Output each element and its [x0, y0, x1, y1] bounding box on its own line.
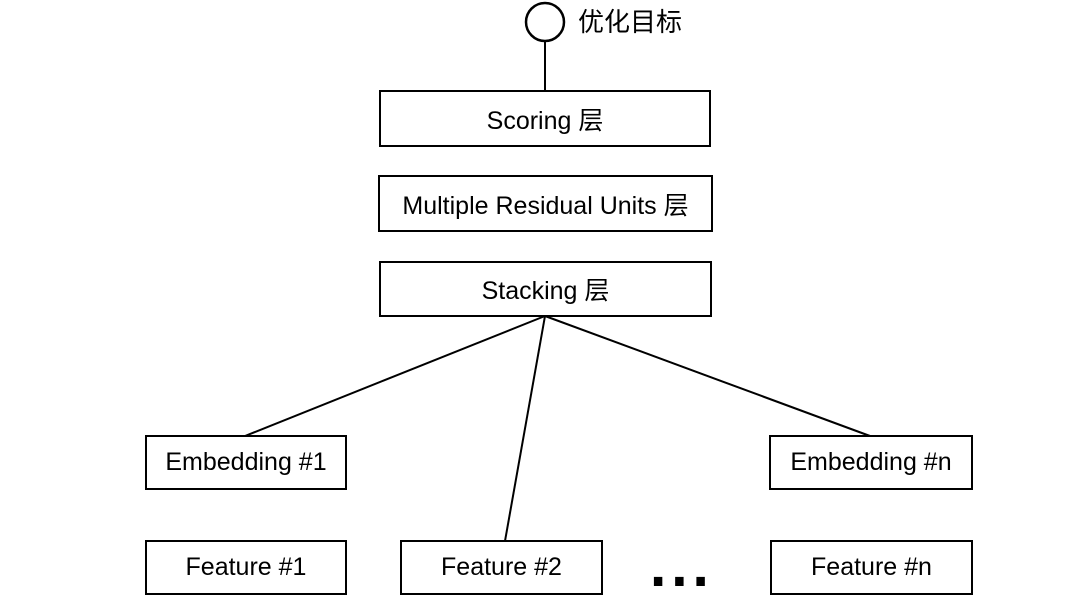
- node-stacking-layer: Stacking 层: [379, 261, 712, 317]
- node-multiple-residual-units-layer: Multiple Residual Units 层: [378, 175, 713, 232]
- node-embedding-1: Embedding #1: [145, 435, 347, 490]
- objective-circle: [524, 1, 566, 43]
- node-embedding-n: Embedding #n: [769, 435, 973, 490]
- edge-stacking-to-feature-2: [504, 315, 546, 542]
- node-feature-n: Feature #n: [770, 540, 973, 595]
- node-feature-1: Feature #1: [145, 540, 347, 595]
- edge-stacking-to-embedding-1: [244, 315, 546, 437]
- node-scoring-layer: Scoring 层: [379, 90, 711, 147]
- ellipsis-dots: ...: [649, 542, 713, 598]
- node-feature-2: Feature #2: [400, 540, 603, 595]
- edge-stacking-to-embedding-n: [544, 315, 871, 437]
- objective-label: 优化目标: [578, 7, 683, 37]
